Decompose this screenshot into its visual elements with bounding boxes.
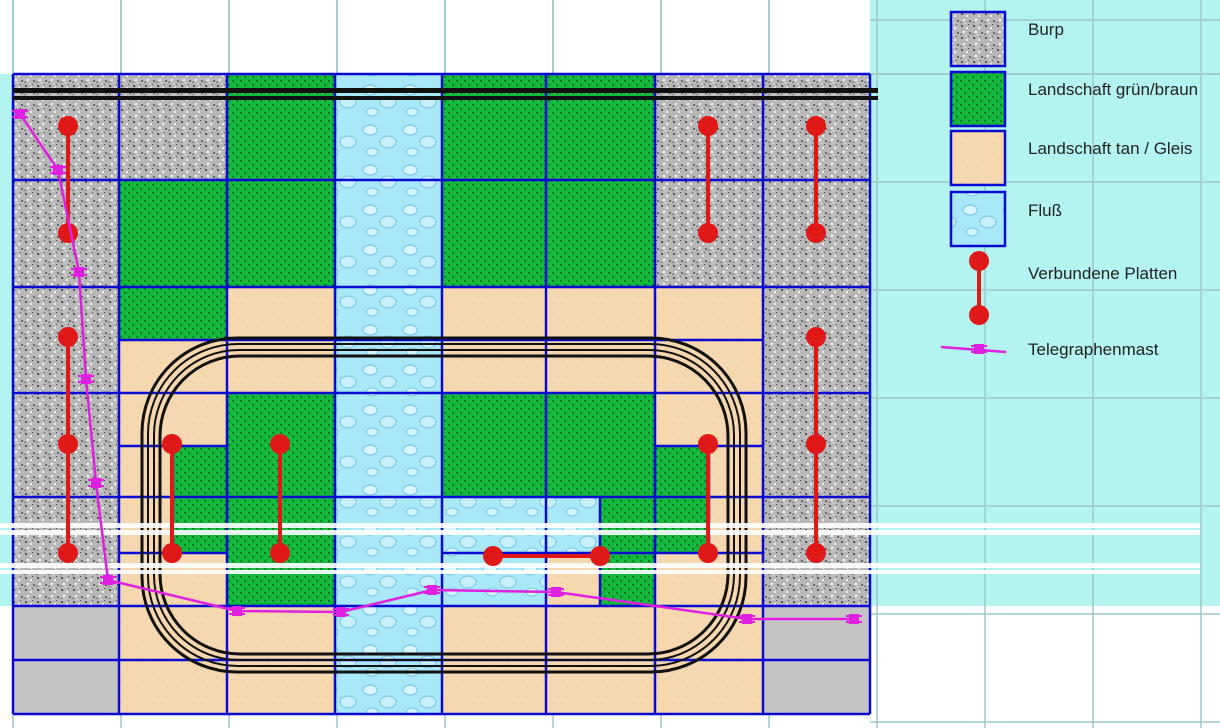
overlay-stripe xyxy=(0,523,1200,528)
connector-dot xyxy=(698,223,718,243)
connector-dot xyxy=(58,116,78,136)
legend-label-burp: Burp xyxy=(1028,20,1064,39)
legend-label-river: Fluß xyxy=(1028,201,1062,220)
telegraph-pole-icon xyxy=(88,478,104,488)
tile xyxy=(119,180,227,287)
white-top-area xyxy=(0,0,870,74)
legend-connector-dot xyxy=(969,251,989,271)
telegraph-layer xyxy=(12,109,862,624)
connector-dot xyxy=(58,223,78,243)
legend-swatch-burp xyxy=(949,10,1007,68)
legend-swatch-river xyxy=(949,190,1007,248)
connector-dot xyxy=(698,543,718,563)
tile xyxy=(442,180,546,287)
tile-patch xyxy=(655,446,709,553)
tile xyxy=(227,180,335,287)
connector-dot xyxy=(270,434,290,454)
tile xyxy=(335,393,442,497)
tile-patch xyxy=(173,446,227,553)
top-track-rail xyxy=(13,88,878,93)
legend-telegraph-line xyxy=(940,345,1007,354)
connector-dot xyxy=(698,116,718,136)
telegraph-pole-icon xyxy=(12,109,28,119)
oval-track-rail xyxy=(140,336,748,674)
connector-dot xyxy=(162,543,182,563)
tile xyxy=(546,393,655,497)
legend-swatch-tan xyxy=(949,129,1007,187)
connector-dot xyxy=(806,543,826,563)
connector-dot xyxy=(806,116,826,136)
connector-dot xyxy=(270,543,290,563)
tile xyxy=(335,180,442,287)
telegraph-pole-icon xyxy=(100,575,116,585)
connector-layer xyxy=(58,116,826,566)
legend-label-tan: Landschaft tan / Gleis xyxy=(1028,139,1193,158)
telegraph-pole-icon xyxy=(50,165,66,175)
legend-label-green: Landschaft grün/braun xyxy=(1028,80,1199,99)
oval-track-rail xyxy=(153,349,735,661)
connector-dot xyxy=(58,434,78,454)
oval-track-rail xyxy=(158,354,730,656)
telegraph-line xyxy=(18,113,854,621)
connector-dot xyxy=(806,223,826,243)
telegraph-pole-icon xyxy=(71,267,87,277)
connector-dot xyxy=(58,543,78,563)
legend-swatch-green xyxy=(949,70,1007,128)
telegraph-pole-icon xyxy=(424,585,440,595)
legend-label-connector: Verbundene Platten xyxy=(1028,264,1178,283)
connector-dot xyxy=(483,546,503,566)
telegraph-pole-icon xyxy=(846,614,862,624)
telegraph-pole-icon xyxy=(739,614,755,624)
legend-telegraph-pole-icon xyxy=(971,344,987,354)
telegraph-pole-icon xyxy=(333,607,349,617)
tile xyxy=(546,180,655,287)
overlay-stripe xyxy=(0,530,1200,535)
telegraph-pole-icon xyxy=(78,374,94,384)
connector-dot xyxy=(590,546,610,566)
legend-connector-dot xyxy=(969,305,989,325)
connector-dot xyxy=(162,434,182,454)
tile-patch xyxy=(119,287,227,340)
legend-label-telegraph: Telegraphenmast xyxy=(1028,340,1159,359)
connector-dot xyxy=(58,327,78,347)
connector-dot xyxy=(806,434,826,454)
legend xyxy=(940,10,1007,354)
oval-track-rail xyxy=(147,343,741,667)
tile-patch xyxy=(600,497,655,606)
tile xyxy=(442,393,546,497)
top-track-rail xyxy=(13,96,878,100)
connector-dot xyxy=(806,327,826,347)
connector-dot xyxy=(698,434,718,454)
overlay-stripe xyxy=(0,570,1200,574)
telegraph-pole-icon xyxy=(548,587,564,597)
telegraph-pole-icon xyxy=(229,606,245,616)
tile xyxy=(335,497,442,606)
